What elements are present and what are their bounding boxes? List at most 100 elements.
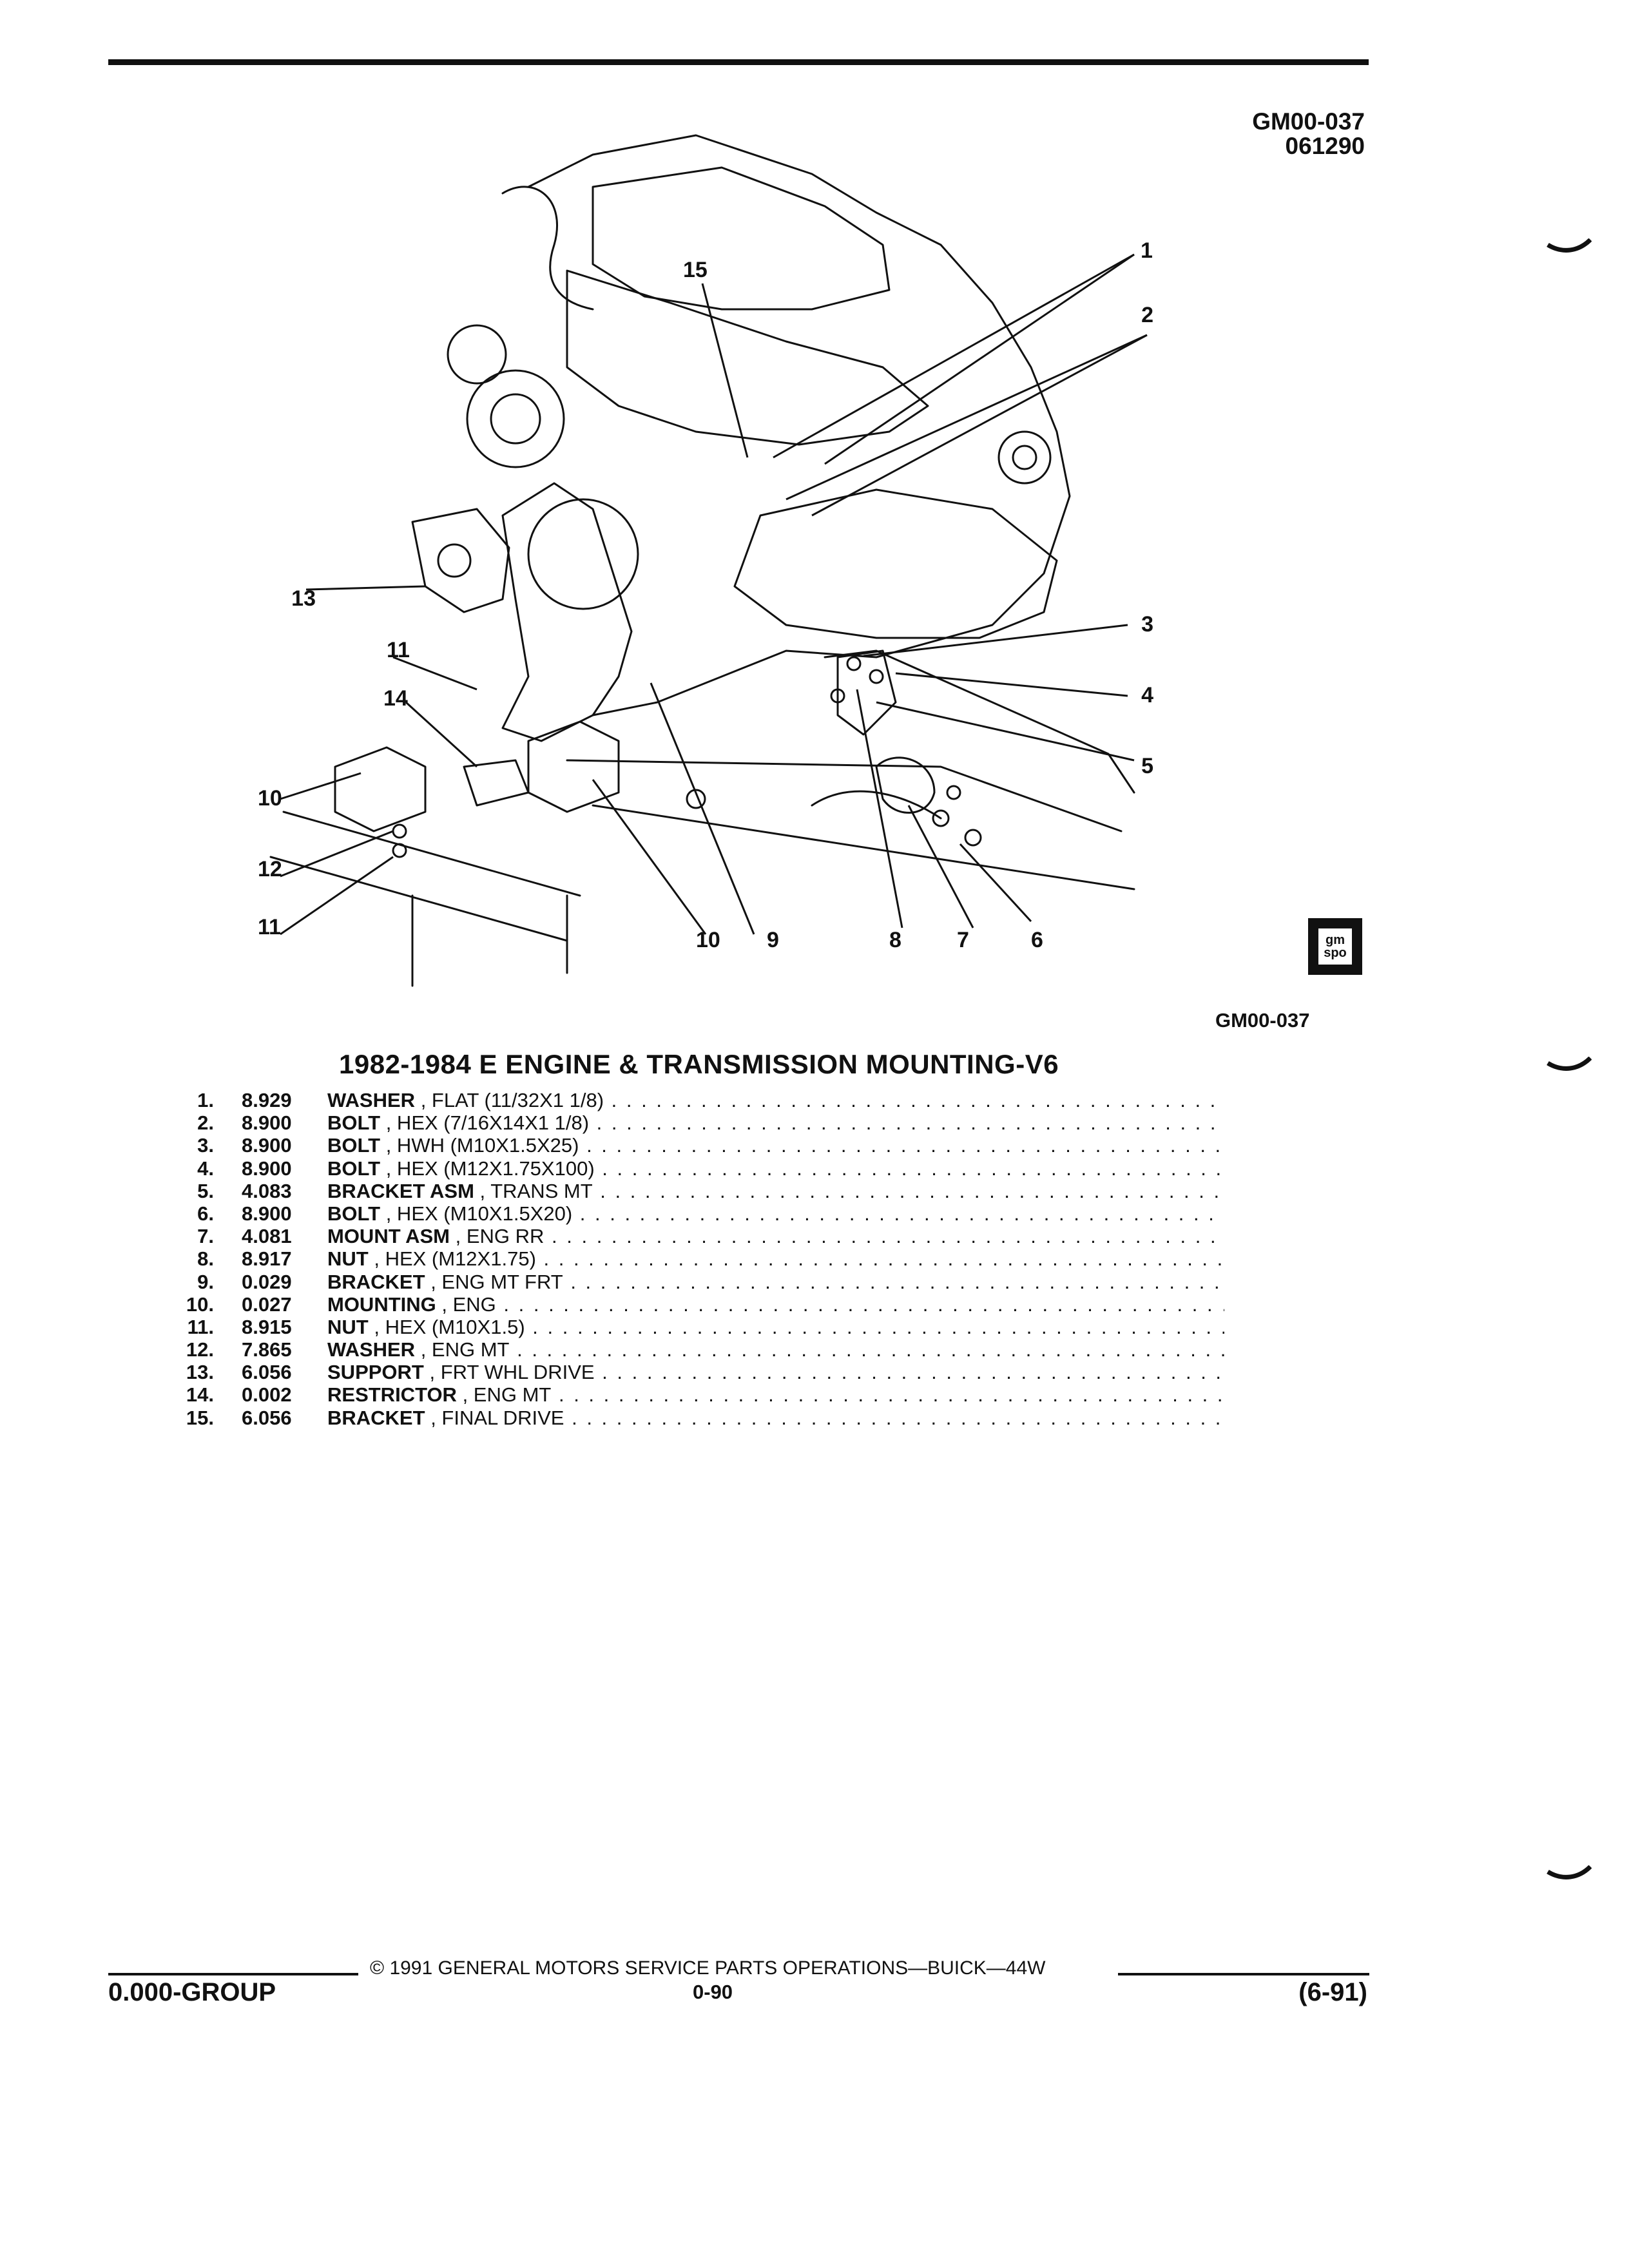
item-name: WASHER: [327, 1338, 416, 1361]
item-code: 0.002: [242, 1383, 292, 1407]
item-number: 8.: [197, 1247, 214, 1271]
item-code: 7.865: [242, 1338, 292, 1361]
callout-6: 6: [1031, 928, 1043, 952]
item-name: RESTRICTOR: [327, 1383, 457, 1407]
item-code: 0.027: [242, 1293, 292, 1316]
item-description: BOLT , HWH (M10X1.5X25): [327, 1134, 1224, 1157]
upper-hose: [501, 186, 594, 311]
item-spec: , HEX (M10X1.5): [374, 1315, 525, 1338]
item-name: SUPPORT: [327, 1361, 424, 1384]
item-number: 12.: [186, 1338, 214, 1361]
callout-15: 15: [683, 258, 708, 282]
revision-date: (6-91): [1298, 1978, 1367, 2006]
item-description: RESTRICTOR , ENG MT: [327, 1383, 1224, 1406]
callout-3: 3: [1141, 612, 1153, 637]
item-spec: , FRT WHL DRIVE: [429, 1361, 595, 1384]
callout-10-bottom: 10: [696, 928, 720, 952]
callout-5: 5: [1141, 754, 1153, 778]
restrictor-14: [463, 759, 530, 807]
item-code: 8.929: [242, 1089, 292, 1111]
binding-mark: [1547, 1057, 1592, 1071]
item-spec: , FLAT (11/32X1 1/8): [420, 1089, 604, 1111]
callout-2: 2: [1141, 303, 1153, 327]
item-number: 6.: [197, 1202, 214, 1225]
item-description: WASHER , FLAT (11/32X1 1/8): [327, 1089, 1224, 1111]
callout-7: 7: [957, 928, 969, 952]
parts-row: 13. 6.056 SUPPORT , FRT WHL DRIVE: [161, 1361, 1224, 1383]
item-name: BOLT: [327, 1134, 381, 1157]
section-title: 1982-1984 E ENGINE & TRANSMISSION MOUNTI…: [339, 1049, 1059, 1079]
item-code: 8.915: [242, 1315, 292, 1338]
item-description: WASHER , ENG MT: [327, 1338, 1224, 1361]
callout-12: 12: [258, 857, 282, 881]
item-number: 13.: [186, 1361, 214, 1384]
item-number: 11.: [187, 1315, 214, 1338]
item-number: 10.: [186, 1293, 214, 1316]
alternator: [466, 369, 565, 468]
body-panel: [811, 649, 1135, 820]
rear-mount-7: [875, 756, 936, 814]
item-number: 9.: [197, 1270, 214, 1293]
item-description: NUT , HEX (M10X1.5): [327, 1316, 1224, 1338]
item-number: 3.: [197, 1134, 214, 1157]
item-number: 7.: [197, 1225, 214, 1248]
page-number: 0-90: [693, 1981, 733, 2003]
item-number: 2.: [197, 1111, 214, 1135]
item-spec: , HEX (M12X1.75X100): [385, 1157, 595, 1180]
item-name: NUT: [327, 1315, 369, 1338]
item-name: WASHER: [327, 1089, 416, 1111]
item-spec: , FINAL DRIVE: [430, 1406, 564, 1429]
pulley: [490, 393, 541, 445]
intake-manifold: [592, 166, 891, 311]
transaxle-flange: [998, 430, 1052, 485]
engine-mount-diagram: 1 2 3 4 5 6 7 8 9 10 10 11 12 13 11 14 1…: [232, 97, 1153, 999]
item-code: 4.081: [242, 1225, 292, 1248]
item-number: 1.: [197, 1089, 214, 1111]
item-description: BOLT , HEX (7/16X14X1 1/8): [327, 1111, 1224, 1134]
mount-10-right: [527, 720, 620, 813]
item-spec: , HEX (M10X1.5X20): [385, 1202, 573, 1225]
item-description: BRACKET ASM , TRANS MT: [327, 1180, 1224, 1202]
group-label: 0.000-GROUP: [108, 1978, 276, 2006]
cylinder-head: [566, 269, 929, 446]
item-name: BOLT: [327, 1157, 381, 1180]
callout-labels: 1 2 3 4 5 6 7 8 9 10 10 11 12 13 11 14 1…: [258, 238, 1153, 952]
item-description: BRACKET , ENG MT FRT: [327, 1271, 1224, 1293]
front-bracket-9: [501, 482, 633, 742]
callout-14: 14: [383, 686, 408, 711]
top-rule: [108, 59, 1369, 65]
item-name: MOUNT ASM: [327, 1225, 450, 1248]
item-spec: , ENG RR: [455, 1225, 545, 1248]
item-number: 14.: [186, 1383, 214, 1407]
footer-rule-right: [1118, 1973, 1369, 1975]
item-code: 6.056: [242, 1406, 292, 1429]
item-name: BRACKET: [327, 1270, 425, 1293]
parts-row: 14. 0.002 RESTRICTOR , ENG MT: [161, 1383, 1224, 1406]
item-code: 6.056: [242, 1361, 292, 1384]
binding-mark: [1547, 1865, 1592, 1879]
footer-rule-left: [108, 1973, 358, 1975]
item-description: BRACKET , FINAL DRIVE: [327, 1407, 1224, 1429]
item-number: 4.: [197, 1157, 214, 1180]
parts-row: 11. 8.915 NUT , HEX (M10X1.5): [161, 1316, 1224, 1338]
item-description: NUT , HEX (M12X1.75): [327, 1247, 1224, 1270]
callout-4: 4: [1141, 683, 1153, 707]
callout-1: 1: [1141, 238, 1153, 263]
parts-row: 1. 8.929 WASHER , FLAT (11/32X1 1/8): [161, 1089, 1224, 1111]
item-spec: , HEX (7/16X14X1 1/8): [385, 1111, 590, 1135]
callout-10: 10: [258, 786, 282, 811]
leader-lines: [280, 253, 1148, 936]
engine-block-outline: [527, 134, 1071, 716]
item-name: BRACKET ASM: [327, 1179, 474, 1202]
item-spec: , ENG MT: [420, 1338, 510, 1361]
figure-code: GM00-037: [1215, 1009, 1310, 1032]
callout-13: 13: [291, 586, 316, 611]
support-13: [411, 508, 510, 613]
item-name: MOUNTING: [327, 1293, 436, 1316]
